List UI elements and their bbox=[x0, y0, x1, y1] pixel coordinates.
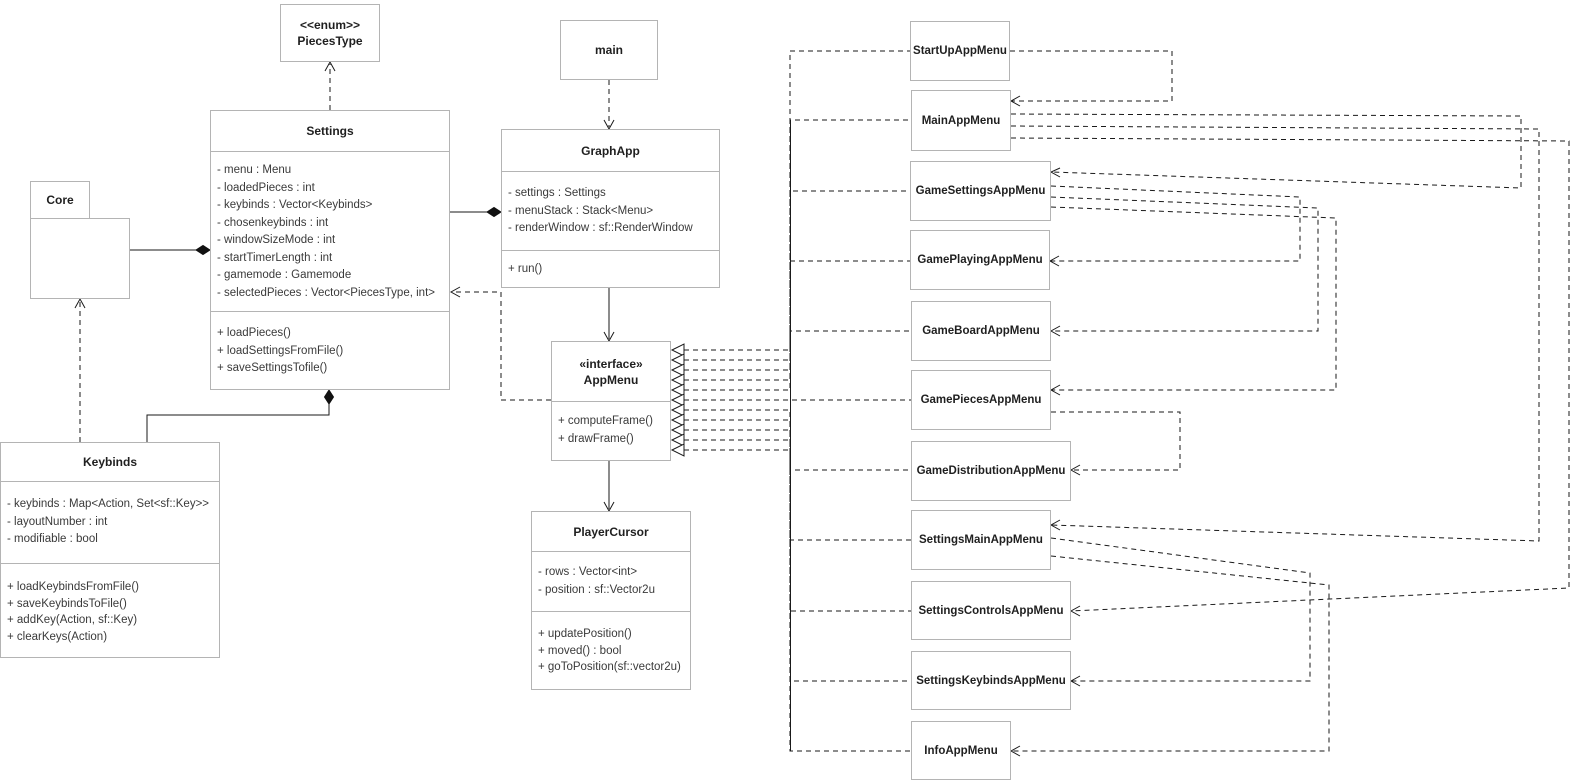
class-settingsmainappmenu[interactable]: SettingsMainAppMenu bbox=[911, 510, 1051, 570]
edge-main-to-gamesettings bbox=[1010, 113, 1522, 189]
edge-gamesettings-to-gameplaying bbox=[1048, 185, 1301, 267]
class-settingscontrolsappmenu[interactable]: SettingsControlsAppMenu bbox=[911, 581, 1071, 640]
methods-section: + updatePosition() + moved() : bool + go… bbox=[532, 611, 690, 689]
package-core-tab[interactable]: Core bbox=[30, 181, 90, 219]
class-mainappmenu[interactable]: MainAppMenu bbox=[911, 90, 1011, 151]
method: + updatePosition() bbox=[538, 628, 632, 640]
attribute: - gamemode : Gamemode bbox=[217, 269, 352, 281]
edge-settings-graphapp-composition bbox=[450, 206, 502, 218]
attribute: - position : sf::Vector2u bbox=[538, 583, 655, 596]
edge-realization-gamedistributionappmenu bbox=[670, 403, 911, 471]
class-stereotype: <<enum>> bbox=[299, 18, 361, 32]
methods-section: + run() bbox=[502, 250, 719, 287]
class-main[interactable]: main bbox=[560, 20, 658, 80]
attribute: - settings : Settings bbox=[508, 187, 606, 199]
class-gamesettingsappmenu[interactable]: GameSettingsAppMenu bbox=[910, 161, 1051, 221]
class-title: AppMenu bbox=[583, 372, 639, 387]
attribute: - layoutNumber : int bbox=[7, 515, 108, 528]
class-gameplayingappmenu[interactable]: GamePlayingAppMenu bbox=[910, 230, 1050, 290]
method: + loadSettingsFromFile() bbox=[217, 344, 344, 357]
class-infoappmenu[interactable]: InfoAppMenu bbox=[911, 721, 1011, 780]
method: + saveKeybindsToFile() bbox=[7, 597, 127, 610]
package-title: Core bbox=[46, 193, 74, 207]
edge-realization-gameboardappmenu bbox=[670, 330, 911, 397]
edge-main-to-settingscontrols bbox=[1010, 137, 1570, 617]
class-gamepiecesappmenu[interactable]: GamePiecesAppMenu bbox=[911, 370, 1051, 430]
method: + loadPieces() bbox=[217, 327, 291, 339]
attribute: - chosenkeybinds : int bbox=[217, 216, 329, 229]
edge-realization-gamesettingsappmenu bbox=[670, 190, 910, 377]
edge-appmenu-playercursor-association bbox=[603, 461, 615, 513]
attribute: - modifiable : bool bbox=[7, 533, 98, 545]
class-graphapp[interactable]: GraphApp - settings : Settings - menuSta… bbox=[501, 129, 720, 288]
attribute: - loadedPieces : int bbox=[217, 181, 315, 194]
attribute: - menuStack : Stack<Menu> bbox=[508, 204, 654, 217]
method: + computeFrame() bbox=[558, 415, 653, 427]
methods-section: + loadKeybindsFromFile() + saveKeybindsT… bbox=[1, 563, 219, 657]
method: + moved() : bool bbox=[538, 644, 622, 657]
edge-realization-infoappmenu bbox=[670, 443, 911, 752]
edge-realization-settingskeybindsappmenu bbox=[670, 433, 911, 682]
attribute: - rows : Vector<int> bbox=[538, 566, 638, 578]
edge-realization-gamepiecesappmenu bbox=[670, 393, 911, 407]
attributes-section: - keybinds : Map<Action, Set<sf::Key>> -… bbox=[1, 481, 219, 563]
edge-settingsmain-to-settingskeybinds bbox=[1050, 537, 1311, 687]
edge-settingsmain-to-infoappmenu bbox=[1009, 555, 1330, 757]
edge-keybinds-core-dependency bbox=[74, 297, 86, 442]
attribute: - keybinds : Vector<Keybinds> bbox=[217, 199, 373, 211]
edge-main-graphapp-dependency bbox=[603, 80, 615, 131]
method: + goToPosition(sf::vector2u) bbox=[538, 661, 681, 673]
class-playercursor[interactable]: PlayerCursor - rows : Vector<int> - posi… bbox=[531, 511, 691, 690]
class-title: Settings bbox=[306, 124, 354, 138]
method: + run() bbox=[508, 263, 543, 275]
class-keybinds[interactable]: Keybinds - keybinds : Map<Action, Set<sf… bbox=[0, 442, 220, 658]
attribute: - menu : Menu bbox=[217, 164, 292, 176]
interface-stereotype: «interface» bbox=[579, 356, 643, 371]
methods-section: + loadPieces() + loadSettingsFromFile() … bbox=[211, 311, 449, 389]
method: + drawFrame() bbox=[558, 432, 634, 445]
class-title: main bbox=[594, 43, 623, 57]
attribute: - renderWindow : sf::RenderWindow bbox=[508, 222, 693, 234]
edge-main-to-settingsmain bbox=[1010, 125, 1540, 542]
edge-appmenu-settings-dependency bbox=[449, 286, 551, 401]
class-title: GraphApp bbox=[581, 143, 640, 158]
edge-realization-settingsmainappmenu bbox=[670, 413, 911, 541]
attribute: - startTimerLength : int bbox=[217, 251, 333, 264]
edge-settings-piecestype-dependency bbox=[324, 60, 336, 110]
edge-keybinds-settings-composition bbox=[146, 389, 335, 442]
attribute: - windowSizeMode : int bbox=[217, 234, 336, 246]
class-piecestype[interactable]: <<enum>> PiecesType bbox=[280, 4, 380, 62]
package-core-body[interactable] bbox=[30, 218, 130, 299]
edge-gamesettings-to-gamepieces bbox=[1049, 206, 1337, 396]
class-settings[interactable]: Settings - menu : Menu - loadedPieces : … bbox=[210, 110, 450, 390]
edge-gamepieces-to-gamedistribution bbox=[1051, 411, 1181, 476]
edge-graphapp-appmenu-association bbox=[603, 288, 615, 343]
methods-section: + computeFrame() + drawFrame() bbox=[552, 401, 670, 460]
method: + clearKeys(Action) bbox=[7, 630, 108, 643]
interface-appmenu[interactable]: «interface» AppMenu + computeFrame() + d… bbox=[551, 341, 671, 461]
attributes-section: - rows : Vector<int> - position : sf::Ve… bbox=[532, 551, 690, 611]
class-startupappmenu[interactable]: StartUpAppMenu bbox=[910, 21, 1010, 81]
class-settingskeybindsappmenu[interactable]: SettingsKeybindsAppMenu bbox=[911, 651, 1071, 710]
class-title: Keybinds bbox=[82, 455, 137, 469]
method: + saveSettingsTofile() bbox=[217, 362, 328, 374]
attributes-section: - menu : Menu - loadedPieces : int - key… bbox=[211, 151, 449, 311]
edge-startup-to-mainappmenu bbox=[1009, 50, 1173, 107]
class-gameboardappmenu[interactable]: GameBoardAppMenu bbox=[911, 301, 1051, 361]
method: + loadKeybindsFromFile() bbox=[7, 581, 139, 593]
class-title: PlayerCursor bbox=[573, 524, 649, 539]
edge-core-settings-composition bbox=[130, 244, 211, 256]
attribute: - selectedPieces : Vector<PiecesType, in… bbox=[217, 286, 435, 299]
attribute: - keybinds : Map<Action, Set<sf::Key>> bbox=[7, 498, 209, 510]
class-gamedistributionappmenu[interactable]: GameDistributionAppMenu bbox=[911, 441, 1071, 501]
edge-realization-settingscontrolsappmenu bbox=[670, 423, 911, 612]
edge-gamesettings-to-gameboard bbox=[1049, 196, 1319, 337]
class-title: PiecesType bbox=[297, 34, 363, 48]
attributes-section: - settings : Settings - menuStack : Stac… bbox=[502, 171, 719, 250]
method: + addKey(Action, sf::Key) bbox=[7, 614, 138, 626]
